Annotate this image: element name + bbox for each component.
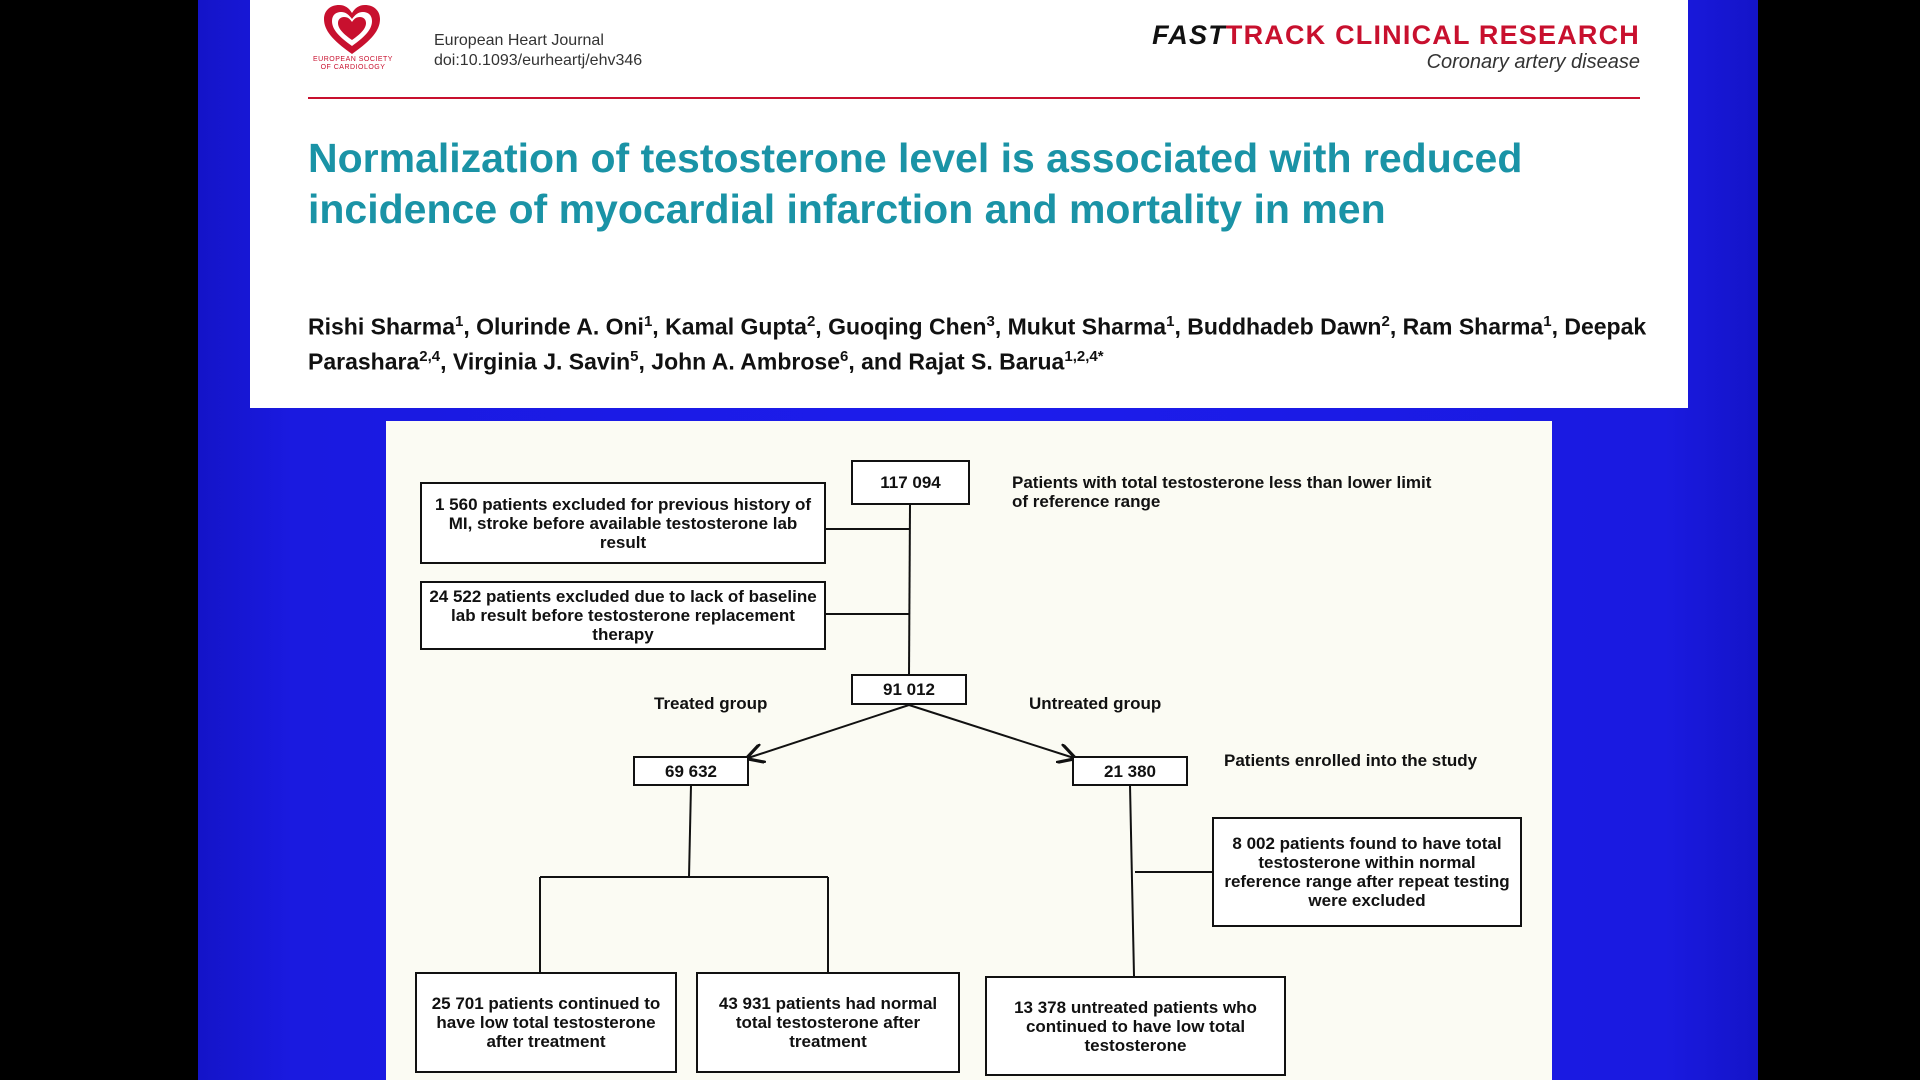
author-separator: ,: [1389, 313, 1403, 340]
journal-name: European Heart Journal: [434, 32, 604, 49]
author-separator: ,: [815, 313, 829, 340]
author-name: Ram Sharma: [1402, 313, 1544, 340]
excluded-baseline-box: 24 522 patients excluded due to lack of …: [420, 581, 826, 650]
total-patients-box: 117 094: [851, 460, 970, 505]
esc-logo: EUROPEAN SOCIETY OF CARDIOLOGY: [308, 4, 394, 84]
treated-low-box: 25 701 patients continued to have low to…: [415, 972, 677, 1073]
author-name: Guoqing Chen: [828, 313, 987, 340]
author-separator: ,: [440, 348, 453, 375]
total-patients-label: Patients with total testosterone less th…: [1012, 473, 1432, 511]
author-separator: ,: [638, 348, 652, 375]
enrolled-label: Patients enrolled into the study: [1224, 751, 1478, 770]
subject-label: Coronary artery disease: [1426, 51, 1640, 73]
author-name: Olurinde A. Oni: [476, 313, 644, 340]
author-affiliation: 1: [1166, 313, 1175, 330]
section-track: TRACK CLINICAL RESEARCH: [1225, 20, 1640, 50]
untreated-count-box: 21 380: [1072, 756, 1188, 786]
excluded-history-box: 1 560 patients excluded for previous his…: [420, 482, 826, 564]
author-separator: ,: [652, 313, 666, 340]
paper-title: Normalization of testosterone level is a…: [308, 135, 1523, 232]
doi: doi:10.1093/eurheartj/ehv346: [434, 52, 643, 69]
heart-logo-icon: [324, 5, 380, 54]
author-name: Rishi Sharma: [308, 313, 455, 340]
author-name: Rajat S. Barua: [908, 348, 1065, 375]
untreated-group-label: Untreated group: [1029, 694, 1162, 713]
study-flowchart: 117 094 Patients with total testosterone…: [386, 421, 1552, 1080]
author-affiliation: 3: [986, 313, 995, 330]
author-separator: ,: [994, 313, 1008, 340]
paper-header-card: EUROPEAN SOCIETY OF CARDIOLOGY European …: [250, 0, 1688, 408]
author-affiliation: 1: [1543, 313, 1552, 330]
remaining-patients-box: 91 012: [851, 674, 967, 705]
author-list: Rishi Sharma1, Olurinde A. Oni1, Kamal G…: [308, 307, 1668, 376]
author-affiliation: 2: [806, 313, 816, 330]
author-affiliation: 1,2,4*: [1064, 347, 1104, 365]
author-affiliation: 5: [630, 347, 639, 365]
flowchart-connectors: [539, 504, 1212, 977]
journal-info: European Heart Journal doi:10.1093/eurhe…: [434, 31, 642, 71]
author-affiliation: 2: [1381, 313, 1390, 330]
author-affiliation: 1: [455, 313, 464, 330]
header-divider: [308, 97, 1640, 99]
author-name: Mukut Sharma: [1007, 313, 1167, 340]
author-name: John A. Ambrose: [651, 348, 840, 375]
author-name: Kamal Gupta: [665, 313, 807, 340]
treated-normal-box: 43 931 patients had normal total testost…: [696, 972, 960, 1073]
author-affiliation: 2,4: [419, 347, 441, 365]
author-separator: ,: [1174, 313, 1188, 340]
author-separator: ,: [463, 313, 477, 340]
section-fast: FAST: [1152, 20, 1226, 50]
treated-count-box: 69 632: [633, 756, 749, 786]
esc-logo-text: EUROPEAN SOCIETY OF CARDIOLOGY: [313, 56, 393, 71]
excluded-normal-box: 8 002 patients found to have total testo…: [1212, 817, 1522, 927]
author-separator: , and: [848, 348, 909, 375]
author-affiliation: 1: [643, 313, 653, 330]
treated-group-label: Treated group: [654, 694, 768, 713]
author-separator: ,: [1551, 313, 1565, 340]
author-name: Deepak Parashara: [308, 313, 1647, 375]
author-name: Virginia J. Savin: [452, 348, 631, 375]
section-heading: FASTTRACK CLINICAL RESEARCH: [1152, 20, 1640, 51]
untreated-low-box: 13 378 untreated patients who continued …: [985, 976, 1286, 1076]
author-affiliation: 6: [840, 347, 849, 365]
author-name: Buddhadeb Dawn: [1187, 313, 1382, 340]
